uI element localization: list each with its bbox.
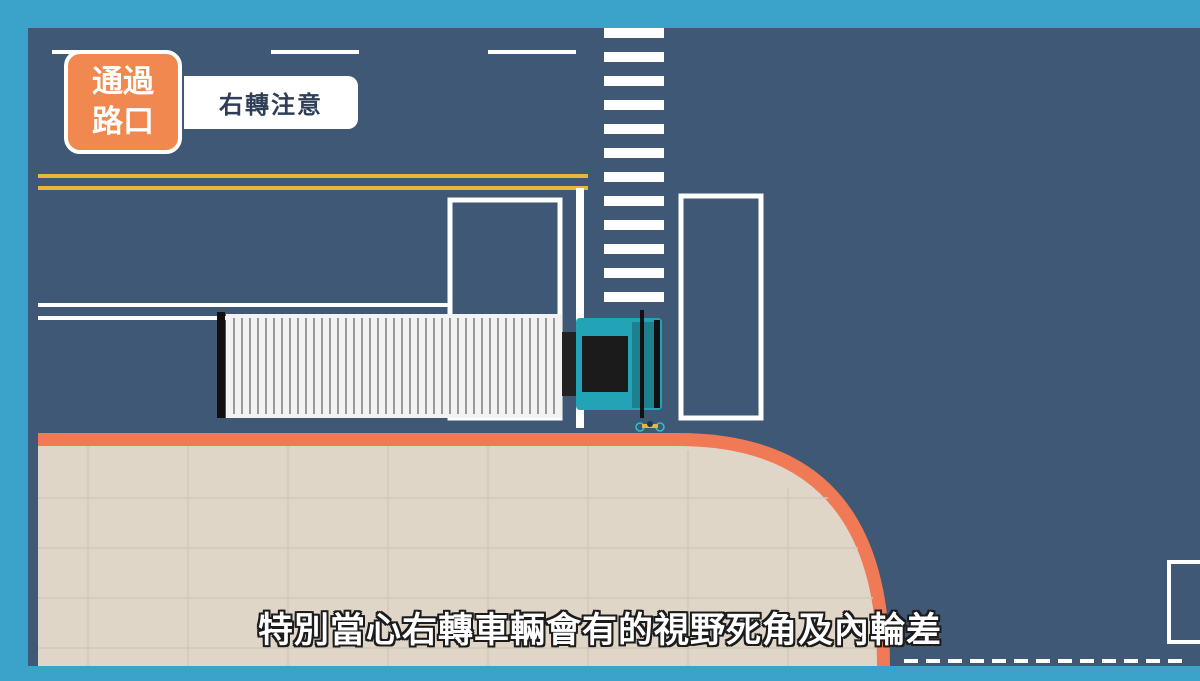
topic-tag: 右轉注意 [184, 76, 358, 129]
dashed-edge [904, 659, 1182, 663]
section-badge: 通過 路口 [64, 50, 182, 154]
center-line [38, 174, 588, 190]
badge-line-2: 路口 [92, 104, 154, 140]
intersection-scene [28, 28, 1200, 666]
stop-line [576, 188, 584, 428]
lane-edge-lines [38, 303, 448, 320]
sidewalk [38, 433, 890, 666]
badge-line-1: 通過 [92, 64, 154, 100]
subtitle-caption: 特別當心右轉車輛會有的視野死角及內輪差 [257, 611, 942, 651]
crosswalk [604, 28, 664, 302]
road-map [28, 28, 1200, 666]
waiting-box-right [678, 193, 764, 421]
waiting-box-corner [1167, 560, 1200, 644]
truck-icon [217, 310, 662, 418]
bicycle-icon [635, 421, 665, 432]
